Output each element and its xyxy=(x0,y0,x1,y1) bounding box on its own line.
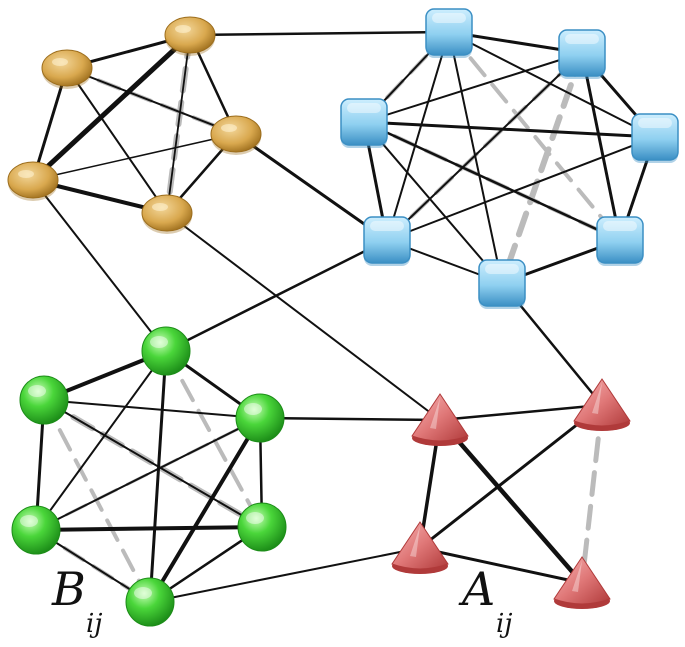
blue-node-b1 xyxy=(425,8,473,58)
edge-b1-b4 xyxy=(448,31,656,138)
dashed-edge-b1-b6 xyxy=(447,30,622,242)
edge-r1-r4 xyxy=(437,417,585,586)
green-node-n6 xyxy=(125,577,175,627)
edge-g1-g5 xyxy=(166,34,191,214)
gold-node-g5 xyxy=(141,194,193,234)
edge-g1-g4 xyxy=(30,32,193,183)
green-node-n2 xyxy=(19,375,69,425)
label-a-ij: A ij xyxy=(458,562,512,639)
label-b-ij: B ij xyxy=(51,562,102,639)
green-node-n3 xyxy=(235,393,285,443)
edge-b1-b5 xyxy=(386,31,450,241)
edge-g2-g4 xyxy=(31,66,69,182)
edge-b2-b5 xyxy=(386,52,583,241)
edge-r3-r4 xyxy=(418,546,584,585)
nodes xyxy=(7,8,679,627)
label-b-main: B xyxy=(51,562,86,616)
edge-b3-b7 xyxy=(363,121,503,284)
edge-b1-b7 xyxy=(448,31,503,284)
edge-g2-g5 xyxy=(66,67,168,214)
edge-g4-n1 xyxy=(32,179,167,352)
edge-n6-r3 xyxy=(149,547,421,603)
blue-node-b5 xyxy=(363,216,411,266)
edge-n1-n6 xyxy=(148,349,168,604)
solid-edges xyxy=(30,30,657,604)
blue-node-b6 xyxy=(596,216,644,266)
red-node-r3 xyxy=(391,521,449,574)
edge-g2-g3 xyxy=(66,67,237,135)
dashed-edge-r2-r4 xyxy=(579,402,605,586)
edge-n3-n6 xyxy=(148,416,262,604)
label-b-subscript: ij xyxy=(86,609,102,639)
red-node-r4 xyxy=(553,556,611,609)
edge-g1-b1 xyxy=(188,30,451,37)
edge-b3-b4 xyxy=(362,120,657,139)
edge-b2-b3 xyxy=(363,52,583,123)
edge-g4-g3 xyxy=(32,133,237,181)
edge-n3-n4 xyxy=(35,417,261,531)
edge-n2-n5 xyxy=(43,399,263,528)
gold-node-g1 xyxy=(164,16,216,56)
blue-node-b3 xyxy=(340,98,388,148)
blue-node-b7 xyxy=(478,259,526,309)
label-a-main: A xyxy=(458,562,495,616)
edge-b4-b5 xyxy=(386,136,656,241)
label-a-subscript: ij xyxy=(496,609,512,639)
edge-g3-b5 xyxy=(234,132,389,242)
edge-b5-n1 xyxy=(164,238,389,353)
blue-node-b4 xyxy=(631,113,679,163)
gold-node-g4 xyxy=(7,161,59,201)
edge-r2-r3 xyxy=(418,403,604,550)
red-node-r1 xyxy=(411,393,469,446)
edge-n3-r1 xyxy=(258,416,442,422)
edge-n1-n4 xyxy=(35,350,167,531)
blue-node-b2 xyxy=(558,29,606,79)
edge-b2-b6 xyxy=(580,51,622,242)
gold-node-g2 xyxy=(41,49,93,89)
edge-b3-b6 xyxy=(362,120,622,242)
green-node-n1 xyxy=(141,326,191,376)
gold-node-g3 xyxy=(210,115,262,155)
dashed-edges xyxy=(34,30,622,604)
red-node-r2 xyxy=(573,378,631,431)
edge-r1-r2 xyxy=(438,403,604,422)
edge-g5-r1 xyxy=(166,212,441,421)
dashed-edge-n1-n5 xyxy=(164,349,264,529)
dashed-edge-b2-b7 xyxy=(499,50,585,286)
green-node-n4 xyxy=(11,505,61,555)
edge-n4-n5 xyxy=(34,525,264,532)
edge-n2-n3 xyxy=(43,399,261,419)
green-node-n5 xyxy=(237,502,287,552)
